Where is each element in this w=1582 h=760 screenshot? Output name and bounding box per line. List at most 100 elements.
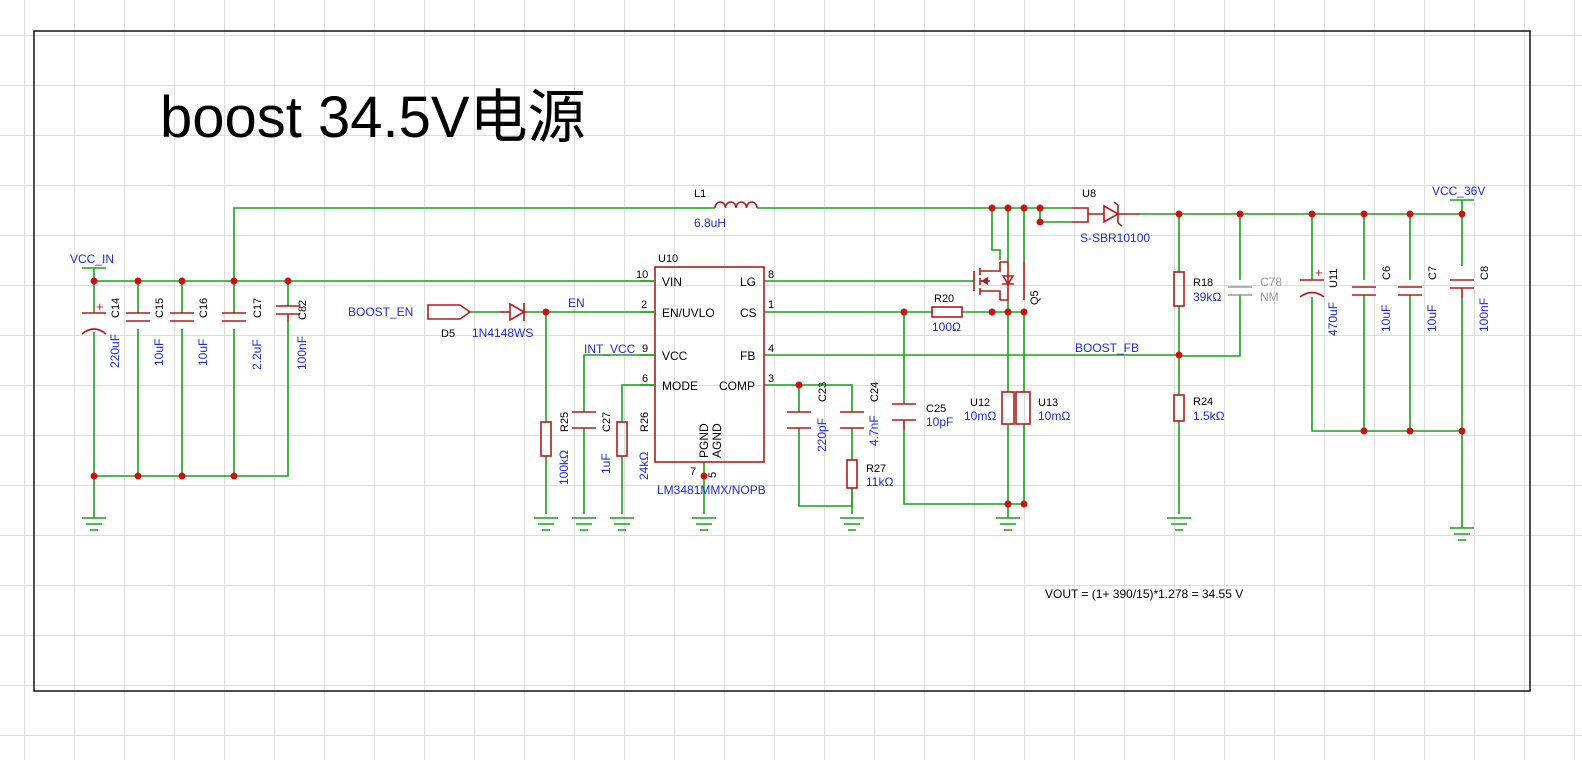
svg-text:R25: R25 bbox=[559, 412, 571, 432]
svg-text:100nF: 100nF bbox=[295, 336, 309, 370]
capacitor-c6: C6 10uF bbox=[1352, 266, 1393, 332]
svg-text:+: + bbox=[1315, 265, 1323, 280]
resistor-r26: R26 24kΩ bbox=[616, 412, 651, 480]
svg-text:39kΩ: 39kΩ bbox=[1193, 290, 1221, 304]
svg-text:10: 10 bbox=[636, 269, 648, 281]
svg-text:8: 8 bbox=[768, 269, 774, 281]
capacitor-c17: C17 2.2uF bbox=[222, 298, 264, 370]
diode-d5: D5 1N4148WS bbox=[441, 302, 533, 340]
net-en-label: EN bbox=[568, 296, 585, 310]
svg-text:11kΩ: 11kΩ bbox=[866, 475, 893, 489]
svg-text:2: 2 bbox=[641, 299, 647, 311]
ground-icon bbox=[840, 517, 864, 531]
wires bbox=[93, 200, 1463, 528]
svg-text:10mΩ: 10mΩ bbox=[1038, 409, 1070, 423]
net-int-vcc-label: INT_VCC bbox=[584, 342, 636, 356]
resistor-r25: R25 100kΩ bbox=[540, 412, 571, 485]
junction-dots bbox=[90, 204, 1466, 508]
svg-text:1.5kΩ: 1.5kΩ bbox=[1193, 409, 1225, 423]
resistor-r27: R27 11kΩ bbox=[846, 459, 893, 489]
resistor-r24: R24 1.5kΩ bbox=[1173, 394, 1225, 423]
svg-text:10mΩ: 10mΩ bbox=[964, 409, 996, 423]
ground-icon bbox=[1450, 527, 1474, 541]
capacitor-c82: C82 100nF bbox=[276, 300, 309, 370]
svg-text:AGND: AGND bbox=[710, 423, 724, 458]
capacitor-c24: C24 4.7nF bbox=[840, 382, 881, 446]
ground-icon bbox=[572, 517, 596, 531]
svg-text:10uF: 10uF bbox=[152, 339, 166, 366]
capacitor-c25: C25 10pF bbox=[892, 403, 953, 430]
svg-text:Q5: Q5 bbox=[1029, 290, 1041, 305]
ground-icon bbox=[610, 517, 634, 531]
svg-text:R18: R18 bbox=[1193, 277, 1213, 289]
svg-text:R24: R24 bbox=[1193, 396, 1213, 408]
svg-text:1uF: 1uF bbox=[599, 453, 613, 474]
capacitor-c78: C78 NM bbox=[1228, 275, 1282, 304]
svg-text:2.2uF: 2.2uF bbox=[250, 339, 264, 370]
ground-icon bbox=[692, 517, 716, 531]
svg-text:470uF: 470uF bbox=[1326, 302, 1340, 336]
sheet-frame bbox=[33, 30, 1531, 692]
svg-text:4.7nF: 4.7nF bbox=[867, 415, 881, 446]
net-vcc-36v: VCC_36V bbox=[1432, 184, 1485, 201]
inductor-l1: L1 6.8uH bbox=[694, 188, 758, 230]
svg-text:NM: NM bbox=[1260, 290, 1279, 304]
svg-text:U13: U13 bbox=[1038, 397, 1058, 409]
svg-text:C8: C8 bbox=[1479, 266, 1491, 280]
svg-text:CS: CS bbox=[740, 306, 757, 320]
svg-text:10pF: 10pF bbox=[926, 415, 953, 429]
svg-text:3: 3 bbox=[768, 373, 774, 385]
capacitor-u11: + U11 470uF bbox=[1299, 265, 1340, 336]
svg-text:10uF: 10uF bbox=[1425, 305, 1439, 332]
svg-text:EN/UVLO: EN/UVLO bbox=[662, 306, 715, 320]
svg-text:U12: U12 bbox=[970, 397, 990, 409]
svg-text:C24: C24 bbox=[869, 382, 881, 402]
sense-resistor-u13: U13 10mΩ bbox=[1015, 391, 1070, 425]
ground-symbols bbox=[82, 510, 1474, 541]
mosfet-q5: Q5 bbox=[973, 261, 1041, 305]
svg-text:D5: D5 bbox=[441, 328, 455, 340]
net-vcc-in: VCC_IN bbox=[70, 252, 114, 281]
schematic-title: boost 34.5V电源 bbox=[160, 85, 586, 150]
svg-text:R27: R27 bbox=[866, 463, 886, 475]
svg-text:S-SBR10100: S-SBR10100 bbox=[1080, 231, 1150, 245]
ic-u10: U10 10 VIN 2 EN/UVLO 9 VCC 6 MODE 8 LG 1… bbox=[636, 253, 774, 497]
svg-text:U10: U10 bbox=[658, 253, 678, 265]
ic-part-number: LM3481MMX/NOPB bbox=[657, 483, 766, 497]
net-boost-en-port: BOOST_EN bbox=[348, 304, 472, 320]
svg-text:6: 6 bbox=[642, 373, 648, 385]
ground-icon bbox=[996, 514, 1020, 531]
svg-text:220pF: 220pF bbox=[815, 418, 829, 452]
svg-text:C15: C15 bbox=[154, 298, 166, 318]
svg-text:VCC: VCC bbox=[662, 349, 688, 363]
svg-text:BOOST_EN: BOOST_EN bbox=[348, 305, 413, 319]
svg-text:C27: C27 bbox=[601, 412, 613, 432]
svg-text:10uF: 10uF bbox=[196, 339, 210, 366]
svg-text:10uF: 10uF bbox=[1379, 305, 1393, 332]
vout-formula: VOUT = (1+ 390/15)*1.278 = 34.55 V bbox=[1045, 587, 1243, 601]
svg-text:R20: R20 bbox=[934, 293, 954, 305]
svg-text:C82: C82 bbox=[297, 300, 309, 320]
svg-text:R26: R26 bbox=[639, 412, 651, 432]
resistor-r20: R20 100Ω bbox=[931, 293, 963, 334]
resistor-r18: R18 39kΩ bbox=[1173, 271, 1221, 307]
svg-text:C23: C23 bbox=[817, 382, 829, 402]
svg-text:COMP: COMP bbox=[719, 379, 755, 393]
svg-text:+: + bbox=[96, 299, 104, 314]
svg-text:100Ω: 100Ω bbox=[932, 320, 961, 334]
svg-text:U11: U11 bbox=[1328, 269, 1340, 288]
svg-text:24kΩ: 24kΩ bbox=[637, 452, 651, 480]
svg-text:100kΩ: 100kΩ bbox=[557, 450, 571, 485]
svg-text:C16: C16 bbox=[198, 298, 210, 318]
svg-text:6.8uH: 6.8uH bbox=[694, 216, 726, 230]
svg-text:VCC_36V: VCC_36V bbox=[1432, 184, 1485, 198]
svg-text:C7: C7 bbox=[1427, 266, 1439, 280]
svg-text:VIN: VIN bbox=[662, 275, 682, 289]
capacitor-c7: C7 10uF bbox=[1398, 266, 1439, 332]
svg-text:1N4148WS: 1N4148WS bbox=[472, 326, 533, 340]
svg-text:C25: C25 bbox=[926, 403, 946, 415]
svg-text:VCC_IN: VCC_IN bbox=[70, 252, 114, 266]
svg-text:4: 4 bbox=[768, 343, 774, 355]
svg-text:FB: FB bbox=[740, 349, 755, 363]
svg-text:C6: C6 bbox=[1381, 266, 1393, 280]
